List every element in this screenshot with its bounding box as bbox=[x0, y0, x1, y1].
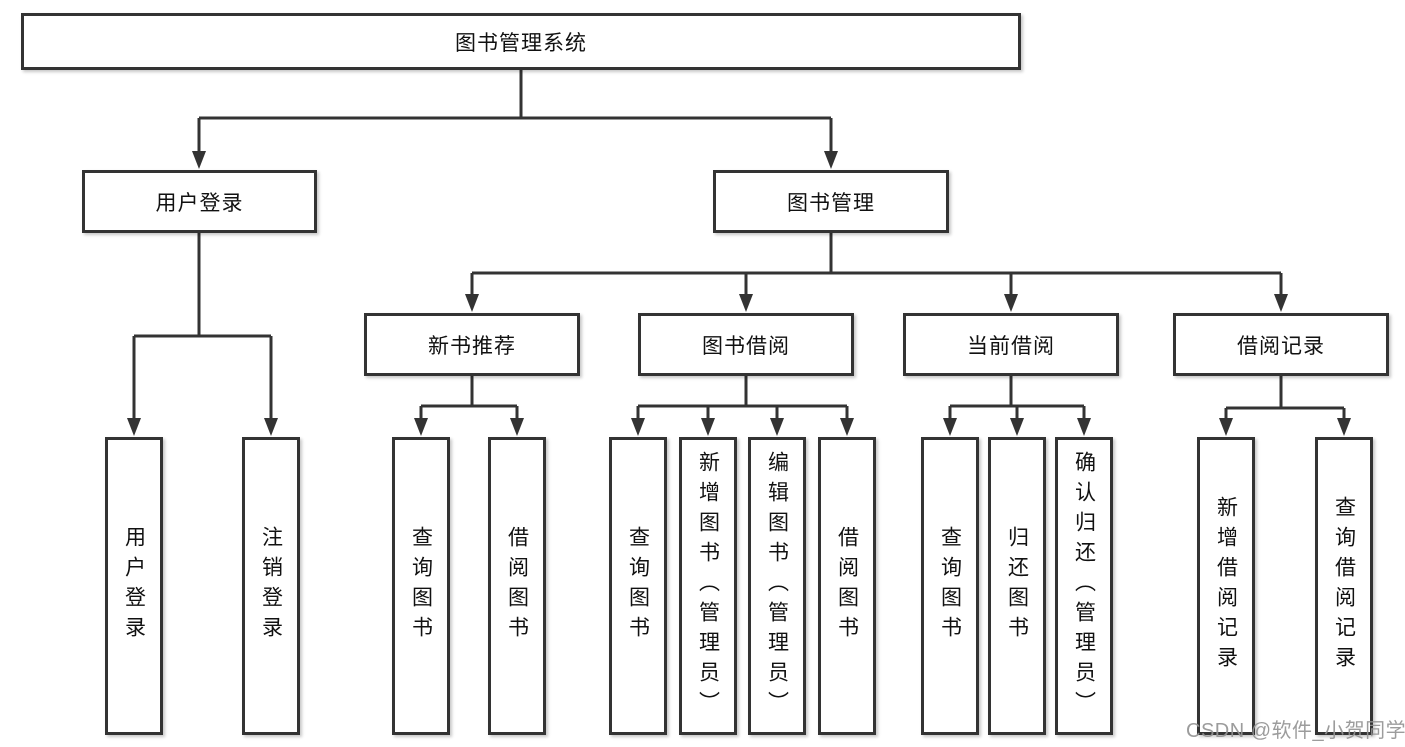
node-label: 查询图书 bbox=[938, 526, 962, 646]
leaf-logout-login: 注销登录 bbox=[242, 437, 300, 735]
node-label: 归还图书 bbox=[1005, 526, 1029, 646]
leaf-return-book: 归还图书 bbox=[988, 437, 1046, 735]
leaf-query-books-2: 查询图书 bbox=[609, 437, 667, 735]
node-library-system: 图书管理系统 bbox=[21, 13, 1021, 70]
leaf-query-books-3: 查询图书 bbox=[921, 437, 979, 735]
leaf-query-books-1: 查询图书 bbox=[392, 437, 450, 735]
node-label: 新书推荐 bbox=[428, 334, 516, 358]
node-label: 借阅图书 bbox=[835, 526, 859, 646]
node-label: 查询借阅记录 bbox=[1332, 496, 1356, 676]
node-new-book-recommend: 新书推荐 bbox=[364, 313, 580, 376]
node-label: 图书管理 bbox=[787, 191, 875, 215]
node-label: 注销登录 bbox=[259, 526, 283, 646]
node-book-borrow: 图书借阅 bbox=[638, 313, 854, 376]
leaf-user-login: 用户登录 bbox=[105, 437, 163, 735]
node-label: 图书借阅 bbox=[702, 334, 790, 358]
leaf-add-borrow-record: 新增借阅记录 bbox=[1197, 437, 1255, 735]
node-borrow-records: 借阅记录 bbox=[1173, 313, 1389, 376]
node-label: 用户登录 bbox=[155, 191, 244, 215]
node-user-login: 用户登录 bbox=[82, 170, 317, 233]
node-label: 图书管理系统 bbox=[455, 31, 587, 55]
node-current-borrow: 当前借阅 bbox=[903, 313, 1119, 376]
leaf-query-borrow-record: 查询借阅记录 bbox=[1315, 437, 1373, 735]
leaf-add-book-admin: 新增图书（管理员） bbox=[679, 437, 737, 735]
node-label: 新增借阅记录 bbox=[1214, 496, 1238, 676]
node-label: 用户登录 bbox=[122, 526, 146, 646]
csdn-watermark: CSDN @软件_小贺同学 bbox=[1186, 720, 1405, 742]
node-book-management: 图书管理 bbox=[713, 170, 949, 233]
node-label: 借阅图书 bbox=[505, 526, 529, 646]
node-label: 确认归还（管理员） bbox=[1072, 451, 1096, 721]
leaf-borrow-books-1: 借阅图书 bbox=[488, 437, 546, 735]
node-label: 查询图书 bbox=[626, 526, 650, 646]
leaf-borrow-books-2: 借阅图书 bbox=[818, 437, 876, 735]
node-label: 新增图书（管理员） bbox=[696, 451, 720, 721]
leaf-confirm-return-admin: 确认归还（管理员） bbox=[1055, 437, 1113, 735]
node-label: 当前借阅 bbox=[967, 334, 1055, 358]
node-label: 编辑图书（管理员） bbox=[765, 451, 789, 721]
node-label: 借阅记录 bbox=[1237, 334, 1325, 358]
leaf-edit-book-admin: 编辑图书（管理员） bbox=[748, 437, 806, 735]
node-label: 查询图书 bbox=[409, 526, 433, 646]
